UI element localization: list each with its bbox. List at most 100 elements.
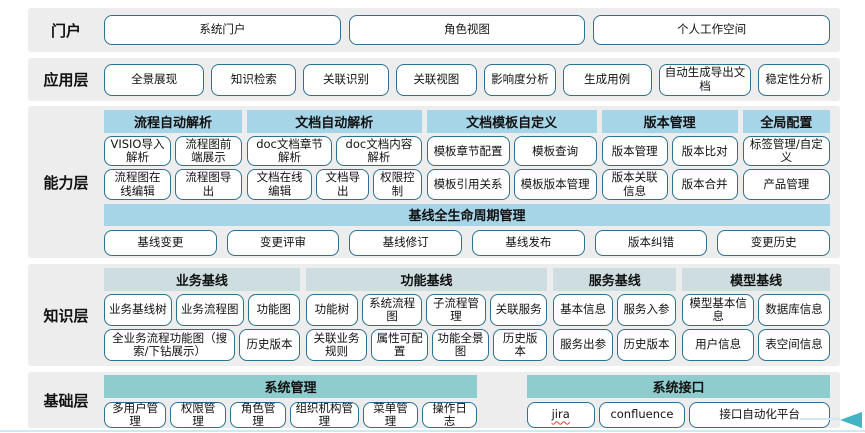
application-layer-content: 全景展现 知识检索 关联识别 关联视图 影响度分析 生成用例 自动生成导出文档 … [104,58,840,101]
knowledge-node: 用户信息 [682,329,755,361]
capability-group-global-config: 全局配置 标签管理/自定义 产品管理 [742,110,830,200]
baseline-node: 版本纠错 [594,229,708,256]
baseline-node: 基线变更 [104,229,217,256]
knowledge-node: 系统流程图 [362,294,423,326]
knowledge-node: 模型基本信息 [682,294,755,326]
button-row: 基本信息 服务入参 [553,294,677,326]
knowledge-node: 数据库信息 [758,294,831,326]
button-row: 多用户管理 权限管理 角色管理 组织机构管理 菜单管理 操作日志 [104,401,477,428]
button-row: 服务出参 历史版本 [553,329,677,361]
knowledge-node: 历史版本 [616,329,677,361]
capability-group-header: 全局配置 [742,110,830,133]
button-row: 模型基本信息 数据库信息 [682,294,831,326]
foundation-node: 多用户管理 [104,401,167,428]
knowledge-node: 业务流程图 [175,294,244,326]
button-row: 关联业务规则 属性可配置 功能全景图 历史版本 [305,329,548,361]
foundation-group-header: 系统管理 [104,375,477,398]
arrow-tail-line [800,418,840,420]
capability-node: 版本关联信息 [601,169,668,200]
button-row: 业务基线树 业务流程图 功能图 [104,294,300,326]
application-node: 生成用例 [562,63,652,96]
knowledge-group-header: 功能基线 [305,268,548,291]
button-row: 功能树 系统流程图 子流程管理 关联服务 [305,294,548,326]
application-node: 稳定性分析 [758,63,830,96]
capability-group-doc-parse: 文档自动解析 doc文档章节解析 doc文档内容解析 文档在线编辑 文档导出 权… [246,110,422,200]
capability-node: 标签管理/自定义 [742,136,830,167]
foundation-layer-content: 系统管理 多用户管理 权限管理 角色管理 组织机构管理 菜单管理 操作日志 系统… [104,372,840,428]
foundation-group-system-interface: 系统接口 jira confluence 接口自动化平台 [526,375,830,428]
knowledge-group-model-baseline: 模型基线 模型基本信息 数据库信息 用户信息 表空间信息 [682,268,831,361]
knowledge-group-header: 服务基线 [553,268,677,291]
portal-node: 个人工作空间 [593,15,831,45]
foundation-node: confluence [598,402,686,428]
knowledge-node: 表空间信息 [758,329,831,361]
capability-group-header: 版本管理 [601,110,738,133]
foundation-group-header: 系统接口 [526,375,830,398]
capability-node: 流程图导出 [174,169,242,200]
capability-layer-band: 能力层 流程自动解析 VISIO导入解析 流程图前端展示 流程图在线编辑 流程图… [28,106,840,258]
capability-node: 版本比对 [671,136,738,167]
knowledge-group-service-baseline: 服务基线 基本信息 服务入参 服务出参 历史版本 [553,268,677,361]
capability-group-doc-template: 文档模板自定义 模板章节配置 模板查询 模板引用关系 模板版本管理 [426,110,597,200]
capability-node: 模板引用关系 [426,169,510,200]
capability-group-process-parse: 流程自动解析 VISIO导入解析 流程图前端展示 流程图在线编辑 流程图导出 [104,110,242,200]
button-row: doc文档章节解析 doc文档内容解析 [246,136,422,167]
foundation-node: 权限管理 [170,401,227,428]
foundation-layer-label: 基础层 [43,391,89,410]
capability-node: 文档导出 [316,169,370,200]
portal-layer-band: 门户 系统门户 角色视图 个人工作空间 [28,8,840,52]
knowledge-group-header: 业务基线 [104,268,300,291]
capability-node: 权限控制 [373,169,422,200]
capability-node: VISIO导入解析 [104,136,171,167]
knowledge-node: 基本信息 [553,294,613,326]
button-row: jira confluence 接口自动化平台 [526,402,830,428]
knowledge-node: 服务入参 [616,294,677,326]
capability-group-header: 文档自动解析 [246,110,422,133]
application-node: 影响度分析 [484,63,556,96]
knowledge-node: 功能图 [247,294,300,326]
knowledge-node: 关联业务规则 [305,329,368,361]
foundation-node: 组织机构管理 [290,401,359,428]
capability-layer-content: 流程自动解析 VISIO导入解析 流程图前端展示 流程图在线编辑 流程图导出 文… [104,106,840,258]
button-row: 全业务流程功能图（搜索/下钻展示） 历史版本 [104,329,300,361]
left-arrow-icon [840,412,862,428]
knowledge-node: 历史版本 [239,329,300,361]
baseline-button-row: 基线变更 变更评审 基线修订 基线发布 版本纠错 变更历史 [104,229,831,256]
application-node: 知识检索 [211,63,297,96]
button-row: 模板章节配置 模板查询 [426,136,597,167]
baseline-node: 变更历史 [717,229,831,256]
knowledge-group-header: 模型基线 [682,268,830,291]
bottom-divider-line [0,430,865,432]
jira-label: jira [551,407,570,422]
knowledge-layer-content: 业务基线 业务基线树 业务流程图 功能图 全业务流程功能图（搜索/下钻展示） 历… [104,264,840,366]
capability-group-header: 文档模板自定义 [426,110,597,133]
baseline-lifecycle-header: 基线全生命周期管理 [104,203,830,226]
foundation-node: 角色管理 [230,401,287,428]
capability-layer-label: 能力层 [43,173,89,192]
capability-node: 版本合并 [671,169,738,200]
capability-group-header: 流程自动解析 [104,110,242,133]
capability-group-version-mgmt: 版本管理 版本管理 版本比对 版本关联信息 版本合并 [601,110,738,200]
knowledge-node: 属性可配置 [371,329,429,361]
application-node: 全景展现 [104,63,205,96]
capability-node: doc文档章节解析 [246,136,333,167]
knowledge-group-function-baseline: 功能基线 功能树 系统流程图 子流程管理 关联服务 关联业务规则 属性可配置 功… [305,268,548,361]
capability-node: 产品管理 [742,169,830,200]
capability-node: 版本管理 [601,136,668,167]
foundation-node-jira: jira [526,402,595,428]
foundation-group-system-mgmt: 系统管理 多用户管理 权限管理 角色管理 组织机构管理 菜单管理 操作日志 [104,375,477,428]
knowledge-node: 服务出参 [553,329,613,361]
button-row: 版本关联信息 版本合并 [601,169,738,200]
portal-layer-label: 门户 [50,21,81,40]
knowledge-node: 全业务流程功能图（搜索/下钻展示） [104,329,236,361]
portal-layer-content: 系统门户 角色视图 个人工作空间 [104,8,840,52]
button-row: 模板引用关系 模板版本管理 [426,169,597,200]
button-row: 产品管理 [742,169,830,200]
capability-node: 流程图在线编辑 [104,169,171,200]
knowledge-node: 关联服务 [489,294,548,326]
foundation-node: 菜单管理 [362,401,419,428]
button-row: 流程图在线编辑 流程图导出 [104,169,242,200]
application-layer-label: 应用层 [43,71,89,89]
capability-node: doc文档内容解析 [336,136,422,167]
